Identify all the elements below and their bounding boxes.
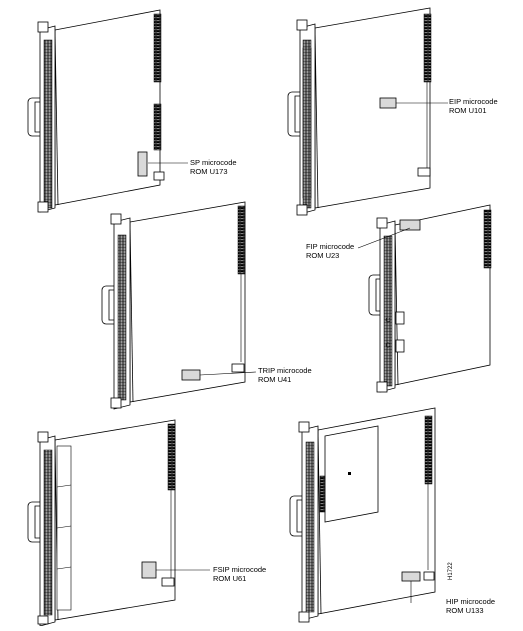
fsip-rom-label: ROM U61 [213, 574, 247, 583]
eip-microcode-callout: EIP microcode ROM U101 [449, 97, 498, 115]
trip-board [101, 201, 257, 410]
sp-microcode-label: SP microcode [190, 158, 237, 167]
hip-microcode-callout: HIP microcode ROM U133 [446, 597, 495, 615]
trip-microcode-callout: TRIP microcode ROM U41 [258, 366, 312, 384]
sp-rom-label: ROM U173 [190, 167, 228, 176]
sp-board [27, 9, 188, 213]
fip-rom-label: ROM U23 [306, 251, 340, 260]
fip-microcode-label: FIP microcode [306, 242, 355, 251]
fsip-microcode-callout: FSIP microcode ROM U61 [213, 565, 266, 583]
eip-rom-label: ROM U101 [449, 106, 487, 115]
hip-board [289, 407, 436, 623]
hip-microcode-label: HIP microcode [446, 597, 496, 606]
fip-board [357, 204, 492, 393]
sp-microcode-callout: SP microcode ROM U173 [190, 158, 237, 176]
figure-id: H1722 [448, 562, 454, 580]
eip-microcode-label: EIP microcode [449, 97, 498, 106]
fip-microcode-callout: FIP microcode ROM U23 [306, 242, 354, 260]
trip-microcode-label: TRIP microcode [258, 366, 312, 375]
fsip-microcode-label: FSIP microcode [213, 565, 267, 574]
trip-rom-label: ROM U41 [258, 375, 292, 384]
fsip-board [27, 419, 210, 627]
eip-board [287, 7, 448, 216]
hip-rom-label: ROM U133 [446, 606, 484, 615]
